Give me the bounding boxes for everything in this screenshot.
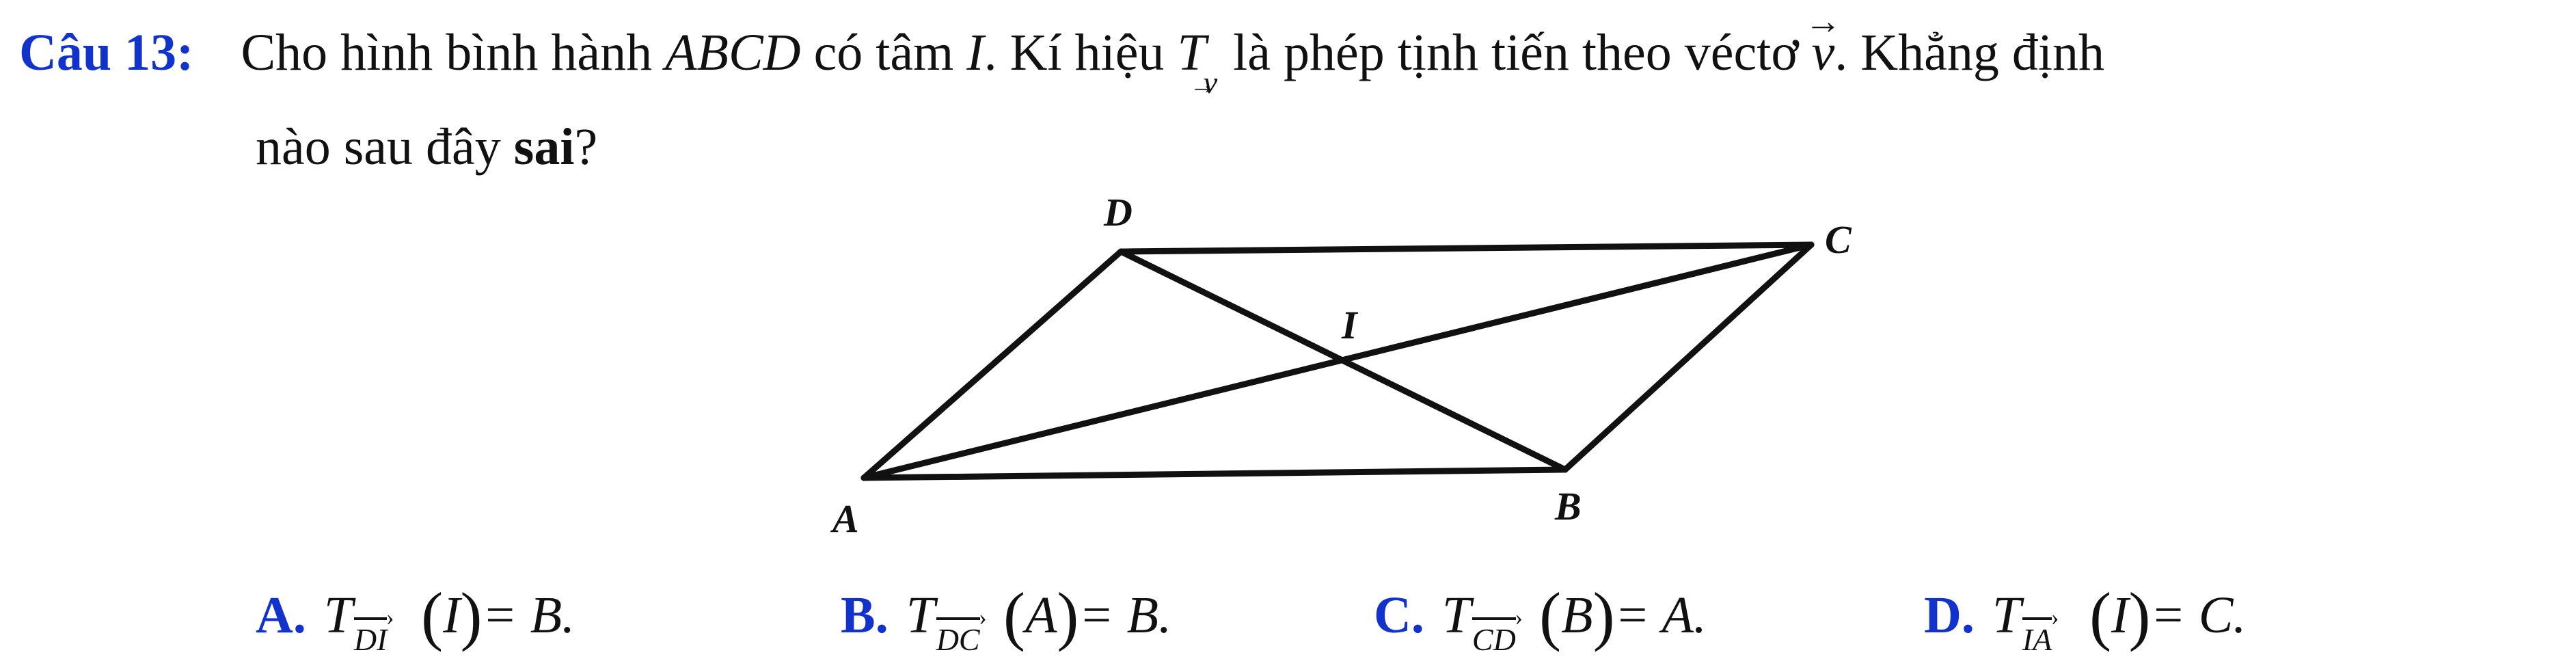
answer-B[interactable]: B. T›DC (A) = B.	[841, 578, 1172, 657]
parallelogram-figure: D C I A B	[830, 190, 1852, 541]
answer-key: B.	[841, 586, 889, 644]
translation-term: T›IA	[1992, 586, 2059, 657]
answer-C[interactable]: C. T›CD (B) = A.	[1374, 578, 1707, 657]
label-A: A	[830, 496, 859, 541]
translation-subscript: v	[1203, 65, 1218, 100]
vector-name: DC	[936, 621, 980, 657]
answer-result: = C.	[2150, 586, 2247, 644]
answer-result: = B.	[482, 586, 575, 644]
question-text-1: Cho hình bình hành	[241, 24, 653, 81]
center-name: I	[966, 24, 984, 81]
question-keyword: sai	[513, 118, 575, 176]
vector-arrow-icon: →	[1804, 1, 1842, 42]
diagonal-DB	[1117, 248, 1569, 473]
vector-name: CD	[1472, 621, 1516, 657]
vector-arrow-icon: ›	[386, 604, 394, 630]
answer-key: A.	[256, 586, 306, 644]
answer-key: D.	[1924, 586, 1975, 644]
vector-arrow-icon: ›	[979, 604, 987, 630]
answer-result: = A.	[1614, 586, 1707, 644]
question-text-2: có tâm	[813, 24, 954, 81]
answer-result: = B.	[1079, 586, 1172, 644]
side-AD	[860, 248, 1124, 481]
side-BA	[860, 466, 1569, 481]
vector-name: DI	[353, 621, 388, 657]
answer-argument: A	[1025, 586, 1057, 644]
answer-row: A. T›DI (I) = B. B. T›DC (A) = B. C. T›C…	[0, 571, 2576, 660]
question-line-1: Câu 13: Cho hình bình hành ABCD có tâm I…	[19, 1, 2104, 108]
label-D: D	[1103, 190, 1133, 234]
translation-term: T›DC	[906, 586, 987, 657]
side-CB	[1562, 241, 1815, 473]
vector-arrow-icon: ›	[2050, 604, 2059, 630]
question-text-4: là phép tịnh tiến theo véctơ	[1233, 24, 1799, 81]
translation-term: T›CD	[1441, 586, 1523, 657]
question-line-2: nào sau đây sai?	[256, 109, 597, 185]
label-I: I	[1341, 303, 1359, 347]
question-text-5: . Khẳng định	[1834, 24, 2104, 81]
parallelogram-name: ABCD	[665, 24, 801, 81]
translation-term: T›DI	[323, 586, 394, 657]
label-B: B	[1554, 484, 1582, 528]
answer-key: C.	[1374, 586, 1424, 644]
side-DC	[1117, 241, 1815, 255]
question-text-3: . Kí hiệu	[984, 24, 1165, 81]
question-line2-suffix: ?	[574, 118, 598, 176]
subscript-arrow-icon: →	[1189, 71, 1216, 100]
translation-symbol: Tv→	[1177, 15, 1220, 108]
answer-argument: B	[1561, 586, 1593, 644]
vector-v: →v	[1804, 1, 1841, 90]
vector-arrow-icon: ›	[1515, 604, 1523, 630]
label-C: C	[1825, 217, 1852, 262]
vector-name: IA	[2022, 621, 2052, 657]
answer-A[interactable]: A. T›DI (I) = B.	[256, 578, 575, 657]
question-label: Câu 13:	[19, 24, 194, 81]
answer-D[interactable]: D. T›IA (I) = C.	[1924, 578, 2247, 657]
answer-argument: I	[2111, 586, 2129, 644]
answer-argument: I	[443, 586, 461, 644]
question-line2-prefix: nào sau đây	[256, 118, 514, 176]
